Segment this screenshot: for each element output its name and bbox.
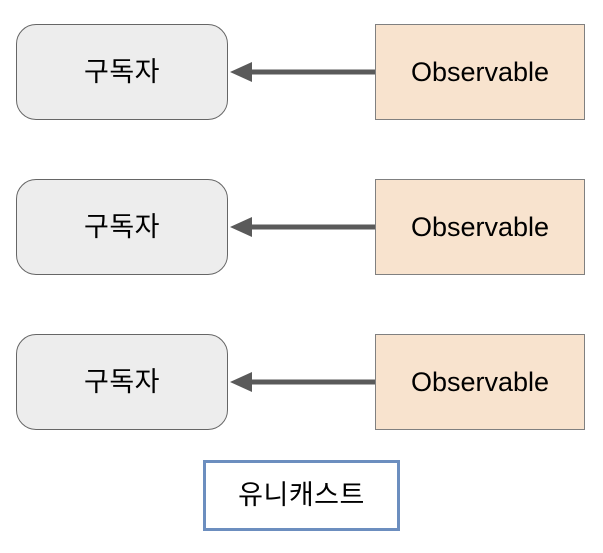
- observable-box[interactable]: Observable: [375, 334, 585, 430]
- observable-label: Observable: [410, 211, 550, 242]
- observable-box[interactable]: Observable: [375, 24, 585, 120]
- subscriber-label: 구독자: [83, 56, 161, 87]
- subscriber-label: 구독자: [83, 366, 161, 397]
- unicast-caption-box[interactable]: 유니캐스트: [203, 460, 400, 531]
- arrow-observable-to-subscriber[interactable]: [229, 370, 375, 394]
- arrow-observable-to-subscriber[interactable]: [229, 60, 375, 84]
- subscriber-label: 구독자: [83, 211, 161, 242]
- subscriber-box[interactable]: 구독자: [16, 179, 228, 275]
- unicast-caption-label: 유니캐스트: [238, 480, 365, 510]
- subscriber-box[interactable]: 구독자: [16, 24, 228, 120]
- subscriber-box[interactable]: 구독자: [16, 334, 228, 430]
- observable-label: Observable: [410, 366, 550, 397]
- arrow-observable-to-subscriber[interactable]: [229, 215, 375, 239]
- observable-label: Observable: [410, 56, 550, 87]
- observable-box[interactable]: Observable: [375, 179, 585, 275]
